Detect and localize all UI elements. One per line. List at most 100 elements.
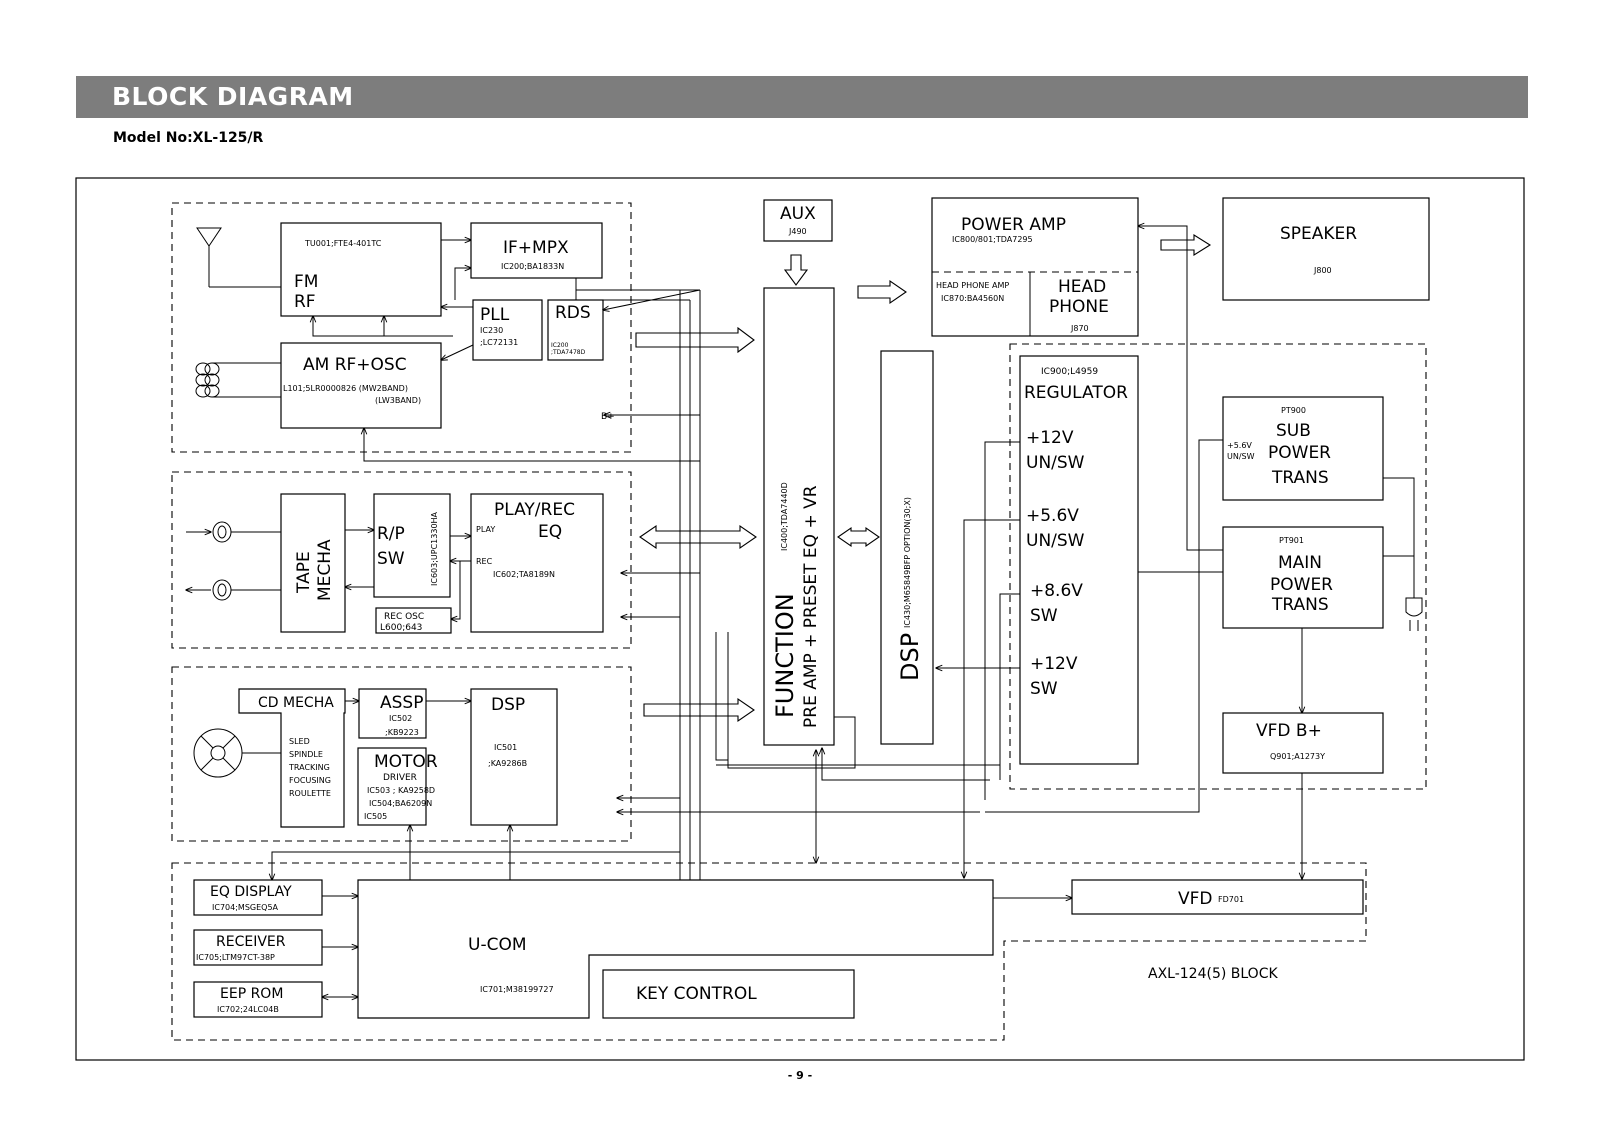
main-trans-line1: MAIN	[1278, 553, 1322, 573]
pll-ic-2: ;LC72131	[480, 338, 518, 347]
rds-title: RDS	[555, 303, 591, 323]
cd-dsp-block	[470, 688, 558, 826]
rec-osc-title: REC OSC	[384, 612, 424, 622]
headphone-amp-ic: IC870:BA4560N	[941, 294, 1004, 303]
function-subtitle: PRE AMP + PRESET EQ + VR	[801, 485, 821, 728]
eeprom-title: EEP ROM	[220, 986, 283, 1002]
cd-signal-0: SLED	[289, 737, 310, 746]
if-mpx-ic: IC200;BA1833N	[501, 262, 564, 271]
eq-display-title: EQ DISPLAY	[210, 884, 292, 900]
cd-dsp-ic-2: ;KA9286B	[488, 759, 527, 768]
play-label: PLAY	[476, 525, 495, 534]
rds-ic-1: IC200	[551, 342, 569, 349]
am-coil-2: (LW3BAND)	[375, 396, 421, 405]
main-power-trans-block	[1222, 526, 1384, 629]
speaker-title: SPEAKER	[1280, 224, 1357, 244]
rds-ic-2: ;TDA7478D	[551, 349, 586, 356]
sub-trans-line2: POWER	[1268, 443, 1331, 463]
function-title: FUNCTION	[771, 593, 799, 718]
cd-dsp-title: DSP	[491, 695, 525, 715]
page-title: BLOCK DIAGRAM	[112, 82, 354, 111]
am-rf-osc-title: AM RF+OSC	[303, 355, 407, 375]
function-dsp-arrow	[837, 526, 880, 548]
cd-signal-4: ROULETTE	[289, 789, 331, 798]
model-number: Model No:XL-125/R	[113, 130, 264, 146]
reg-out-0: +12V	[1026, 428, 1074, 448]
headphone-jack: J870	[1070, 324, 1089, 333]
key-control-title: KEY CONTROL	[636, 984, 757, 1004]
eq-title: EQ	[538, 522, 562, 542]
rp-label: R/P	[377, 524, 405, 544]
am-coil-1: L101;5LR0000826 (MW2BAND)	[283, 384, 408, 393]
cd-signal-3: FOCUSING	[289, 776, 331, 785]
dsp-title: DSP	[896, 633, 924, 681]
vfd-ic: FD701	[1218, 895, 1244, 904]
reg-out-1: UN/SW	[1026, 453, 1085, 473]
cd-audio-arrow	[643, 697, 755, 723]
rp-sw-block	[373, 493, 451, 598]
power-plug-icon	[1383, 477, 1423, 631]
tape-mecha-line2: MECHA	[315, 539, 335, 601]
power-group	[1009, 343, 1427, 790]
eeprom-block	[193, 981, 323, 1018]
loop-antenna-icon	[195, 362, 281, 398]
aux-down-arrow	[783, 254, 809, 286]
cd-signal-1: SPINDLE	[289, 750, 323, 759]
headphone-title-1: HEAD	[1058, 277, 1106, 297]
rf-label: RF	[294, 292, 316, 312]
assp-ic-1: IC502	[389, 714, 412, 723]
fm-label: FM	[294, 272, 318, 292]
cd-mecha-block	[238, 688, 346, 828]
cd-group	[171, 666, 632, 842]
cd-dsp-ic-1: IC501	[494, 743, 517, 752]
if-mpx-title: IF+MPX	[503, 238, 569, 258]
reg-out-7: SW	[1030, 679, 1058, 699]
regulator-ic: IC900;L4959	[1041, 367, 1098, 377]
reg-out-4: +8.6V	[1030, 581, 1083, 601]
ucom-ic: IC701;M38199727	[480, 985, 554, 994]
main-trans-pt: PT901	[1279, 536, 1304, 545]
eq-display-block	[193, 879, 323, 916]
power-amp-ic: IC800/801;TDA7295	[952, 235, 1033, 244]
cd-mecha-title: CD MECHA	[258, 695, 334, 711]
vfd-title: VFD	[1178, 889, 1213, 909]
aux-jack: J490	[788, 227, 807, 236]
receiver-block	[193, 929, 323, 966]
sub-trans-pt: PT900	[1281, 406, 1306, 415]
play-rec-title: PLAY/REC	[494, 500, 575, 520]
control-group	[171, 862, 1367, 1041]
sw-label: SW	[377, 549, 405, 569]
power-amp-block	[931, 197, 1139, 337]
headphone-amp-label: HEAD PHONE AMP	[936, 281, 1009, 290]
pll-title: PLL	[480, 305, 510, 325]
assp-ic-2: ;KB9223	[385, 728, 419, 737]
motor-driver-block	[357, 747, 427, 826]
speaker-block	[1222, 197, 1430, 301]
cd-signal-2: TRACKING	[288, 763, 330, 772]
rec-osc-block	[375, 607, 452, 634]
receiver-title: RECEIVER	[216, 934, 286, 950]
ucom-block	[357, 879, 994, 1019]
tape-mecha-line1: TAPE	[294, 551, 314, 594]
assp-title: ASSP	[380, 693, 423, 713]
tape-mecha-block	[280, 493, 346, 633]
dsp-block	[880, 350, 934, 745]
fm-rf-block	[280, 222, 442, 317]
aux-title: AUX	[780, 204, 816, 224]
reg-out-3: UN/SW	[1026, 531, 1085, 551]
reg-out-6: +12V	[1030, 654, 1078, 674]
regulator-block	[1019, 355, 1139, 765]
headphone-title-2: PHONE	[1049, 297, 1109, 317]
receiver-ic: IC705;LTM97CT-38P	[196, 953, 275, 962]
motor-ic-1: IC503 ; KA9258D	[367, 786, 435, 795]
function-preamp-block	[763, 287, 835, 746]
antenna-icon	[196, 227, 281, 288]
rec-label: REC	[476, 557, 493, 566]
cd-disc-icon	[193, 728, 281, 778]
reg-out-2: +5.6V	[1026, 506, 1079, 526]
vfd-bplus-block	[1222, 712, 1384, 774]
sub-trans-in-2: UN/SW	[1227, 452, 1255, 461]
reg-out-5: SW	[1030, 606, 1058, 626]
motor-subtitle: DRIVER	[383, 773, 417, 783]
regulator-title: REGULATOR	[1024, 383, 1128, 403]
